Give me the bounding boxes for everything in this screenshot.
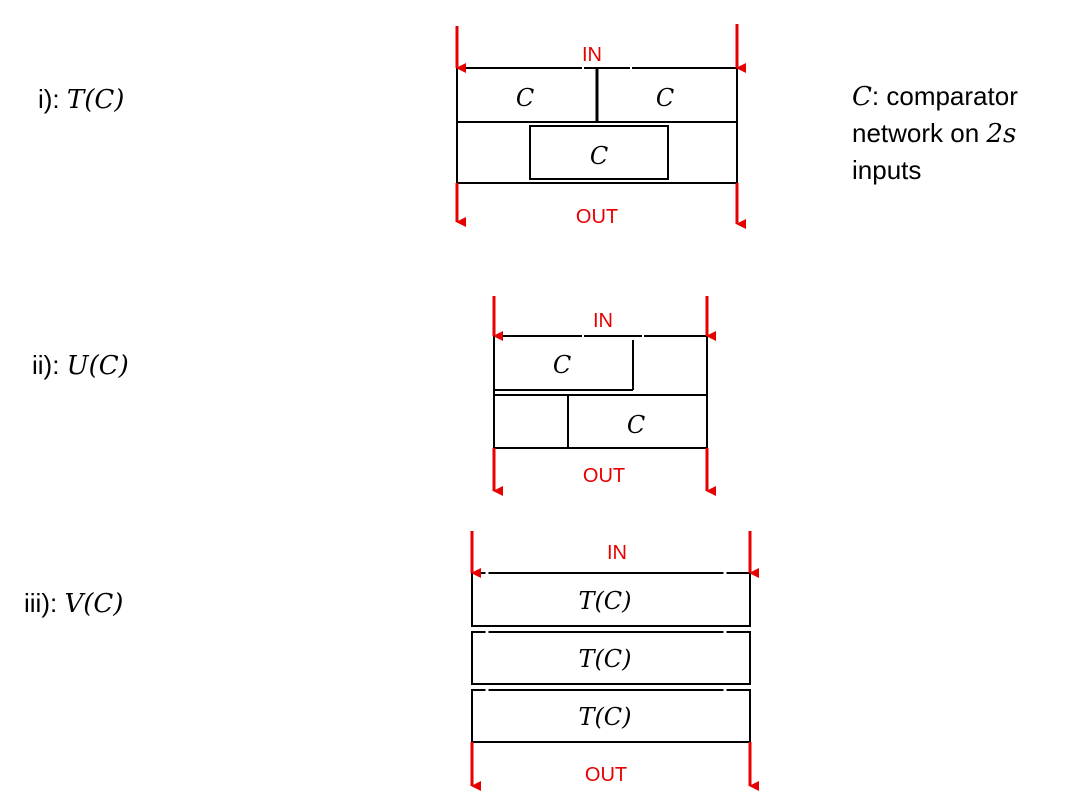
t-c-right: C xyxy=(656,84,674,112)
label-v-prefix: iii): xyxy=(24,588,65,618)
t-in-label: IN xyxy=(582,44,602,66)
u-in-label: IN xyxy=(593,310,613,332)
note-line-3: inputs xyxy=(852,155,922,185)
note-line-2: network on 2s xyxy=(852,115,1052,152)
diagram-u: C C IN OUT xyxy=(492,296,716,496)
note-line-1: C: comparator xyxy=(852,78,1052,115)
note-symbol: C xyxy=(852,82,872,112)
label-u-prefix: ii): xyxy=(32,350,67,380)
label-t-of-c: i): T(C) xyxy=(38,84,124,115)
v-box-3 xyxy=(471,689,751,743)
v-t-1: T(C) xyxy=(578,587,631,615)
v-t-3: T(C) xyxy=(578,703,631,731)
u-out-label: OUT xyxy=(583,465,625,487)
label-u-of-c: ii): U(C) xyxy=(32,350,129,381)
label-t-math: T(C) xyxy=(66,85,125,115)
label-v-of-c: iii): V(C) xyxy=(24,588,123,619)
v-t-2: T(C) xyxy=(578,645,631,673)
note-line1-rest: : comparator xyxy=(871,81,1018,111)
diagram-v: T(C) T(C) T(C) IN OUT xyxy=(470,531,759,791)
label-v-math: V(C) xyxy=(64,589,124,619)
u-c-top: C xyxy=(553,351,571,379)
v-box-1 xyxy=(471,572,751,627)
diagram-t: C C C IN OUT xyxy=(455,24,746,229)
t-inner-box xyxy=(529,125,669,180)
label-t-prefix: i): xyxy=(38,84,67,114)
t-c-bottom: C xyxy=(590,142,608,170)
label-u-math: U(C) xyxy=(66,351,129,381)
definition-note: C: comparator network on 2s inputs xyxy=(852,78,1052,188)
v-box-2 xyxy=(471,631,751,685)
note-line2-math: 2s xyxy=(986,119,1017,149)
u-c-bottom: C xyxy=(627,411,645,439)
t-c-left: C xyxy=(516,84,534,112)
note-line2-prefix: network on xyxy=(852,118,987,148)
v-out-label: OUT xyxy=(585,764,627,786)
t-out-label: OUT xyxy=(576,206,618,228)
v-in-label: IN xyxy=(607,542,627,564)
